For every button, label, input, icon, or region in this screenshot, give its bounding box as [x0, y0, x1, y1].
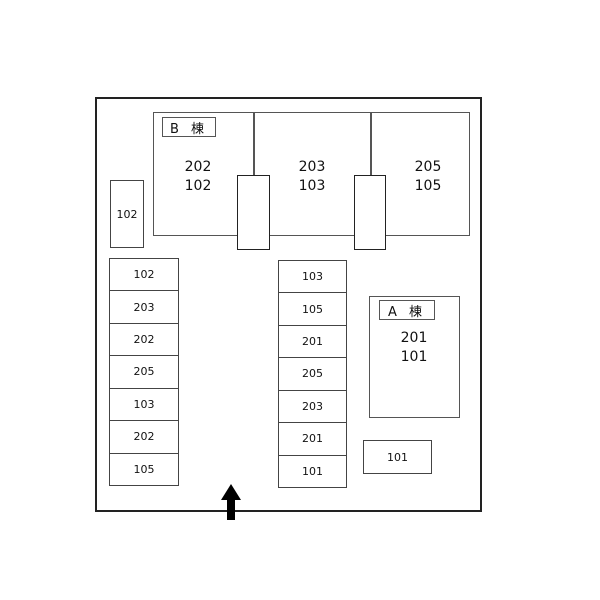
parking-slot: 201 [278, 325, 347, 359]
building-b-unit-1: 202 102 [170, 158, 226, 196]
parking-slot: 103 [109, 388, 179, 422]
entry-box [237, 175, 270, 250]
parking-column-right: 103 105 201 205 203 201 101 [278, 260, 347, 488]
building-b-unit-3: 205 105 [400, 158, 456, 196]
parking-slot-small: 101 [363, 440, 432, 474]
building-a-units: 201 101 [386, 329, 442, 367]
parking-slot-small: 102 [110, 180, 144, 248]
site-boundary [95, 97, 482, 512]
unit-lower: 105 [414, 178, 442, 194]
parking-slot: 205 [109, 356, 179, 389]
building-a-label: A 棟 [379, 300, 435, 320]
parking-slot: 103 [278, 260, 347, 294]
parking-slot: 202 [109, 323, 179, 357]
unit-divider [253, 112, 255, 176]
unit-upper: 205 [414, 159, 442, 175]
parking-slot: 202 [109, 421, 179, 454]
building-b-unit-2: 203 103 [284, 158, 340, 196]
building-b-label: B 棟 [162, 117, 216, 137]
arrow-up-icon [221, 484, 241, 520]
parking-slot: 203 [109, 291, 179, 324]
parking-slot: 201 [278, 423, 347, 456]
unit-divider [370, 112, 372, 176]
unit-lower: 102 [184, 178, 212, 194]
unit-lower: 101 [400, 349, 428, 365]
parking-column-left: 102 203 202 205 103 202 105 [109, 258, 179, 486]
parking-slot: 203 [278, 390, 347, 424]
building-a [369, 296, 460, 418]
unit-upper: 202 [184, 159, 212, 175]
unit-upper: 201 [400, 330, 428, 346]
unit-upper: 203 [298, 159, 326, 175]
parking-slot: 102 [109, 258, 179, 292]
entry-box [354, 175, 386, 250]
building-b [153, 112, 470, 236]
unit-lower: 103 [298, 178, 326, 194]
parking-slot: 101 [278, 455, 347, 488]
parking-slot: 205 [278, 358, 347, 391]
parking-slot: 105 [109, 453, 179, 486]
parking-slot: 105 [278, 293, 347, 326]
